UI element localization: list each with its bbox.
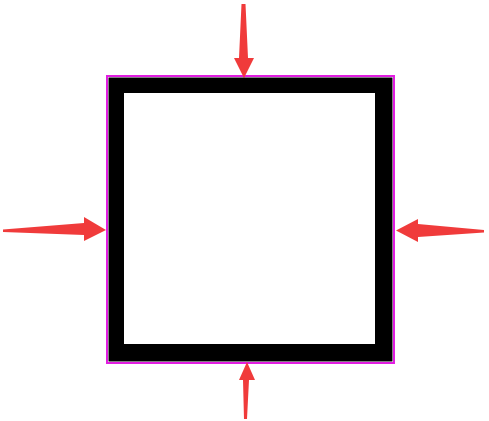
right-arrow-icon — [396, 219, 484, 242]
left-arrow-icon — [3, 217, 106, 241]
inner-white-area — [124, 93, 375, 344]
top-arrow-icon — [234, 4, 254, 78]
bottom-arrow-icon — [239, 362, 255, 419]
magenta-outline — [106, 75, 395, 364]
